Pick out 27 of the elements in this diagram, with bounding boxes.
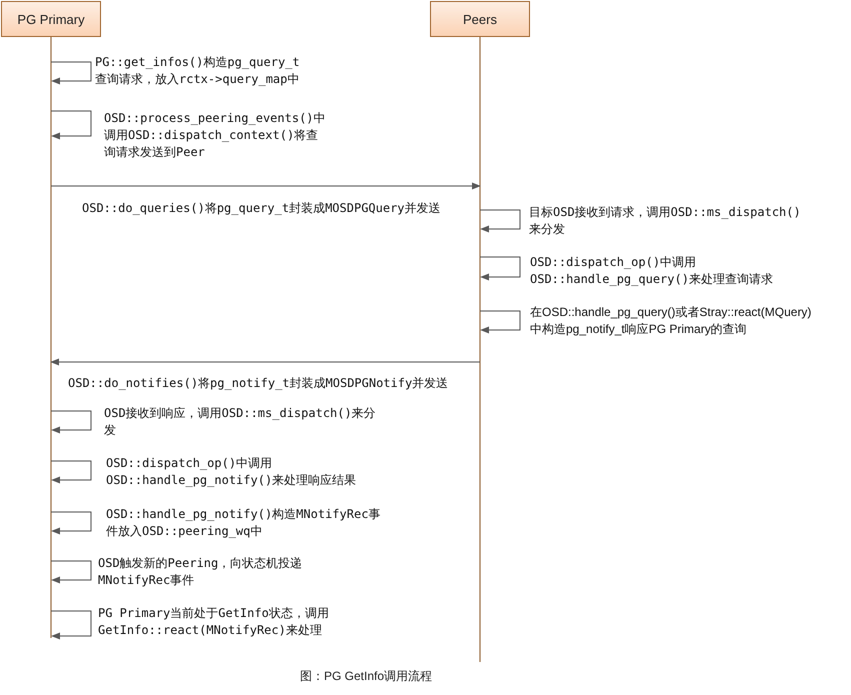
message-label: 目标OSD接收到请求，调用OSD::ms_dispatch()来分发 [529, 204, 802, 238]
caption: 图：PG GetInfo调用流程 [300, 668, 432, 685]
message-label: 在OSD::handle_pg_query()或者Stray::react(MQuery)中构造pg_notify_t响应PG Primary的查询 [530, 304, 812, 338]
message-label: OSD接收到响应，调用OSD::ms_dispatch()来分发 [104, 405, 377, 439]
self-message-arrow [50, 610, 92, 640]
message-label: OSD::do_queries()将pg_query_t封装成MOSDPGQuery并发送 [82, 200, 441, 217]
message-label: PG::get_infos()构造pg_query_t查询请求，放入rctx->query_map中 [95, 54, 301, 88]
self-message-arrow [50, 110, 92, 140]
self-message-arrow [50, 560, 92, 584]
message-label: OSD触发新的Peering，向状态机投递MNotifyRec事件 [98, 555, 304, 589]
message-label: PG Primary当前处于GetInfo状态，调用GetInfo::react(MNotifyRec)来处理 [98, 605, 330, 639]
participant-box: PG Primary [1, 1, 101, 37]
message-label: OSD::process_peering_events()中调用OSD::dispatch_context()将查询请求发送到Peer [104, 110, 326, 161]
message-label: OSD::dispatch_op()中调用OSD::handle_pg_notify()来处理响应结果 [106, 455, 358, 489]
self-message-arrow [480, 310, 520, 334]
message-arrow [50, 182, 481, 190]
message-label: OSD::handle_pg_notify()构造MNotifyRec事件放入OSD::peering_wq中 [106, 506, 382, 540]
self-message-arrow [50, 410, 92, 434]
self-message-arrow [50, 62, 92, 85]
message-label: OSD::do_notifies()将pg_notify_t封装成MOSDPGNotify并发送 [68, 375, 448, 392]
message-label: OSD::dispatch_op()中调用OSD::handle_pg_query()来处理查询请求 [530, 254, 774, 288]
self-message-arrow [50, 460, 92, 484]
self-message-arrow [480, 256, 520, 281]
message-arrow [50, 358, 480, 366]
self-message-arrow [50, 512, 92, 535]
participant-box: Peers [430, 1, 530, 37]
self-message-arrow [480, 210, 520, 233]
